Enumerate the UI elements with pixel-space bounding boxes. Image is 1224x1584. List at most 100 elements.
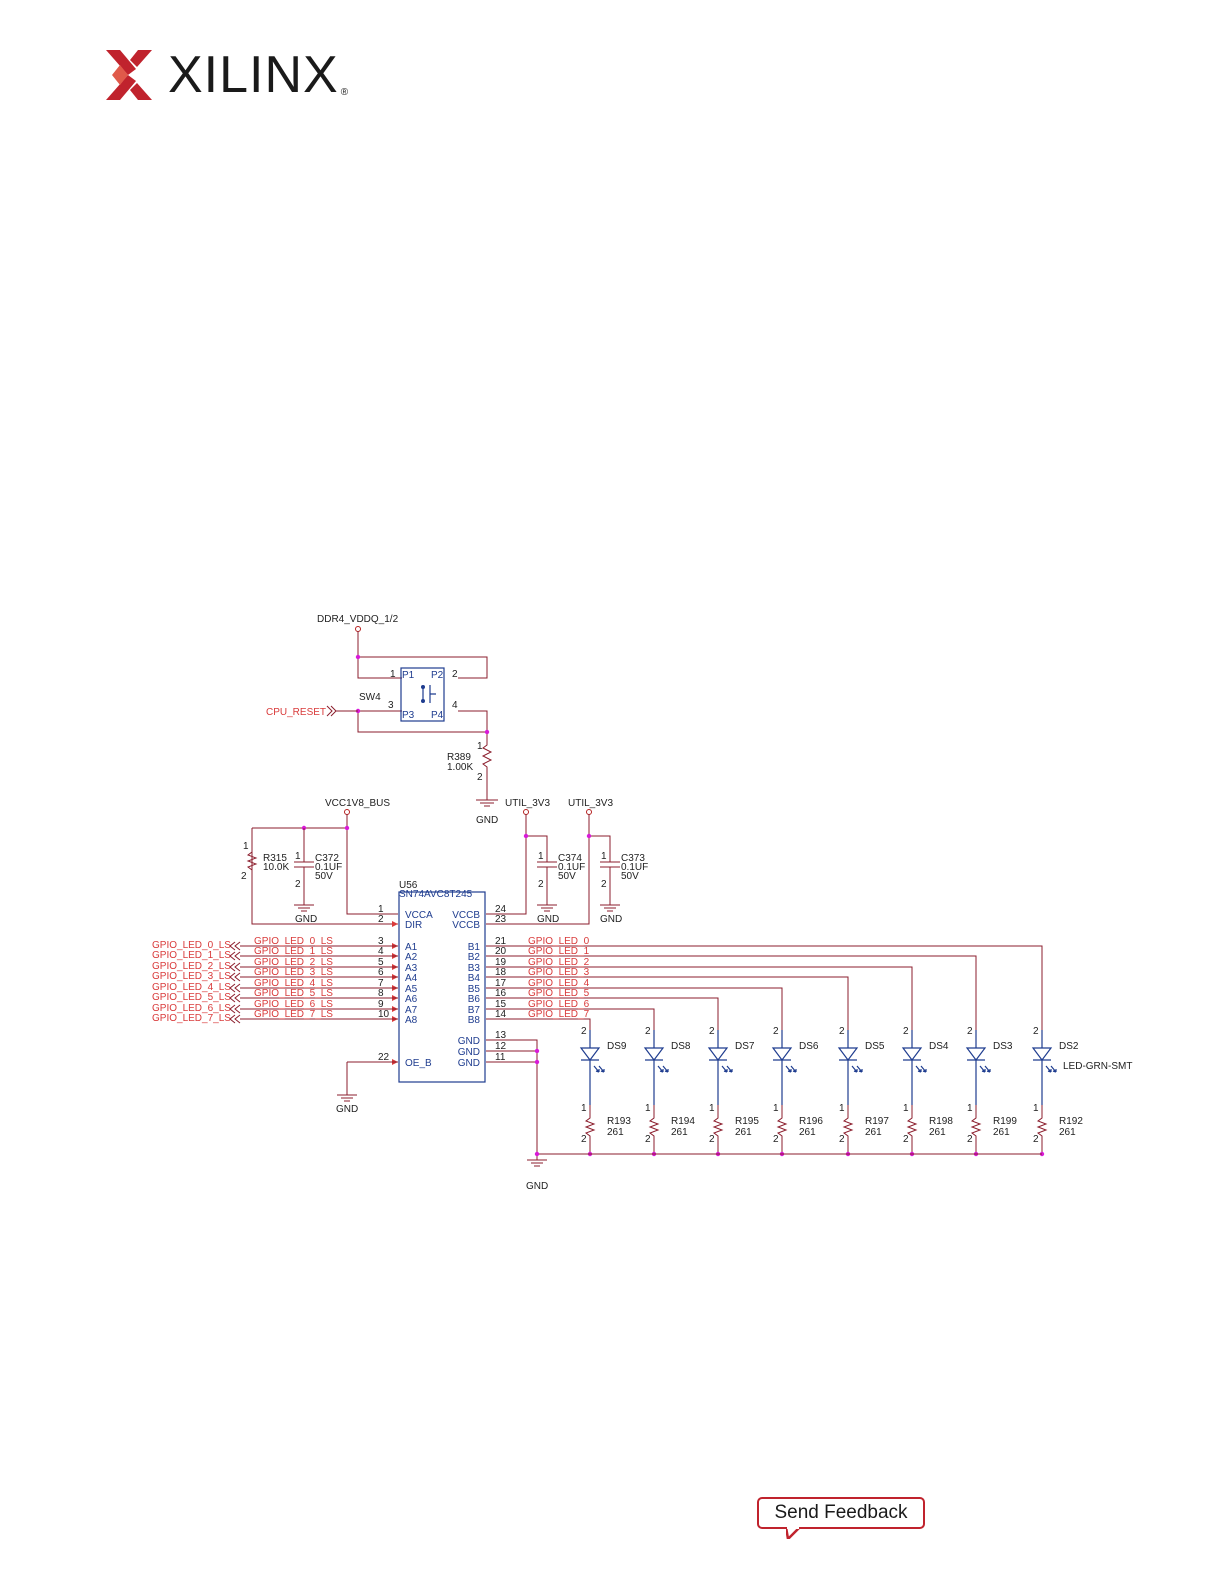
- r315-pin2: 2: [241, 871, 247, 882]
- input-port-label: GPIO_LED_7_LS: [152, 1013, 231, 1024]
- resistor-pin2: 2: [839, 1134, 845, 1145]
- input-net-wire: [229, 972, 398, 982]
- r389-pin1: 1: [477, 741, 483, 752]
- c373-ref: C373: [621, 853, 645, 864]
- led-resistor-symbol: [584, 1105, 596, 1154]
- u56-pin-name: B6: [468, 994, 481, 1005]
- u56-pin-number: 1: [378, 904, 384, 915]
- led-pin-number: 2: [967, 1026, 973, 1037]
- resistor-pin2: 2: [1033, 1134, 1039, 1145]
- u56-pin-number: 7: [378, 978, 384, 989]
- input-port-label: GPIO_LED_6_LS: [152, 1003, 231, 1014]
- c372-pin1: 1: [295, 851, 301, 862]
- r315-value: 10.0K: [263, 862, 289, 873]
- u56-pin-number: 24: [495, 904, 507, 915]
- u56-pin-name: B4: [468, 973, 481, 984]
- led-pin-number: 2: [1033, 1026, 1039, 1037]
- led-resistor-ref: R196: [799, 1116, 823, 1127]
- c373-pin2: 2: [601, 879, 607, 890]
- gnd-oeb-label: GND: [336, 1104, 358, 1115]
- led-ref: DS3: [993, 1041, 1013, 1052]
- led-emission-arrows: [785, 1065, 797, 1073]
- output-net-wire: [486, 1018, 591, 1030]
- u56-pin-name: A4: [405, 973, 418, 984]
- input-net-wire: [229, 941, 398, 951]
- led-diode-symbol: [965, 1030, 987, 1105]
- u56-pin-number: 19: [495, 957, 507, 968]
- resistor-pin1: 1: [839, 1103, 845, 1114]
- u56-ref: U56: [399, 880, 418, 891]
- c372-value: 0.1UF: [315, 862, 342, 873]
- gnd-c373-label: GND: [600, 914, 622, 925]
- send-feedback-button[interactable]: Send Feedback: [757, 1497, 925, 1529]
- led-diode-symbol: [837, 1030, 859, 1105]
- resistor-pin1: 1: [709, 1103, 715, 1114]
- led-circuit-schematic: DDR4_VDDQ_1/2 1 2 3 4 P1 P2 P3 P4 SW4 CP…: [152, 614, 1132, 1192]
- led-ref: DS7: [735, 1041, 755, 1052]
- c373-value: 0.1UF: [621, 862, 648, 873]
- led-diode-symbol: [1031, 1030, 1053, 1105]
- led-resistor-ref: R194: [671, 1116, 695, 1127]
- input-port-label: GPIO_LED_2_LS: [152, 961, 231, 972]
- sw4-pin4: 4: [452, 700, 458, 711]
- u56-pin-number: 3: [378, 936, 384, 947]
- resistor-pin2: 2: [967, 1134, 973, 1145]
- net-util-3v3-b: UTIL_3V3: [568, 798, 613, 809]
- led-diode-symbol: [901, 1030, 923, 1105]
- u56-pin-name: A7: [405, 1005, 418, 1016]
- led-pin-number: 2: [645, 1026, 651, 1037]
- led-ref: DS2: [1059, 1041, 1079, 1052]
- u56-pin-number: 23: [495, 914, 507, 925]
- led-resistor-value: 261: [993, 1127, 1010, 1138]
- sw4-p3: P3: [402, 710, 415, 721]
- c374-pin1: 1: [538, 851, 544, 862]
- output-net-label: GPIO_LED_3: [528, 967, 590, 978]
- u56-pin-name: B7: [468, 1005, 481, 1016]
- led-diode-symbol: [643, 1030, 665, 1105]
- u56-pin-number: 22: [378, 1052, 390, 1063]
- gnd-junction: [534, 1151, 540, 1157]
- c372-pin2: 2: [295, 879, 301, 890]
- u56-pin-number: 6: [378, 967, 384, 978]
- led-resistor-value: 261: [1059, 1127, 1076, 1138]
- resistor-pin1: 1: [1033, 1103, 1039, 1114]
- u56-pin-name: B2: [468, 952, 481, 963]
- u56-pin-name: A6: [405, 994, 418, 1005]
- u56-pin-number: 9: [378, 999, 384, 1010]
- resistor-pin1: 1: [967, 1103, 973, 1114]
- output-net-label: GPIO_LED_7: [528, 1009, 590, 1020]
- led-resistor-value: 261: [799, 1127, 816, 1138]
- output-net-label: GPIO_LED_5: [528, 988, 590, 999]
- u56-pin-name: A2: [405, 952, 418, 963]
- output-net-wire: [486, 987, 783, 1030]
- led-resistor-value: 261: [865, 1127, 882, 1138]
- led-pin-number: 2: [839, 1026, 845, 1037]
- input-net-wire: [229, 1004, 398, 1014]
- led-ref: DS6: [799, 1041, 819, 1052]
- logo-registered-mark: ®: [340, 87, 349, 98]
- led-resistor-symbol: [776, 1105, 788, 1154]
- led-emission-arrows: [915, 1065, 927, 1073]
- xilinx-logo: XILINX ®: [106, 49, 349, 101]
- u56-pin-name: A3: [405, 963, 418, 974]
- input-net-label: GPIO_LED_5_LS: [254, 988, 333, 999]
- gnd-r389-label: GND: [476, 815, 498, 826]
- u56-pin-name: A5: [405, 984, 418, 995]
- r389-ref: R389: [447, 752, 471, 763]
- u56-pin-name: B8: [468, 1015, 481, 1026]
- output-net-label: GPIO_LED_1: [528, 946, 590, 957]
- gnd-bus-label: GND: [526, 1181, 548, 1192]
- c372-voltage: 50V: [315, 871, 333, 882]
- led-resistor-value: 261: [929, 1127, 946, 1138]
- resistor-pin2: 2: [709, 1134, 715, 1145]
- u56-pin-number: 20: [495, 946, 507, 957]
- resistor-pin2: 2: [903, 1134, 909, 1145]
- c374-value: 0.1UF: [558, 862, 585, 873]
- u56-pin-number: 16: [495, 988, 507, 999]
- u56-pin-arrow: [392, 921, 398, 927]
- net-cpu-reset: CPU_RESET: [266, 707, 326, 718]
- sw4-switch-symbol: [400, 667, 445, 722]
- led-part-number: LED-GRN-SMT: [1063, 1061, 1132, 1072]
